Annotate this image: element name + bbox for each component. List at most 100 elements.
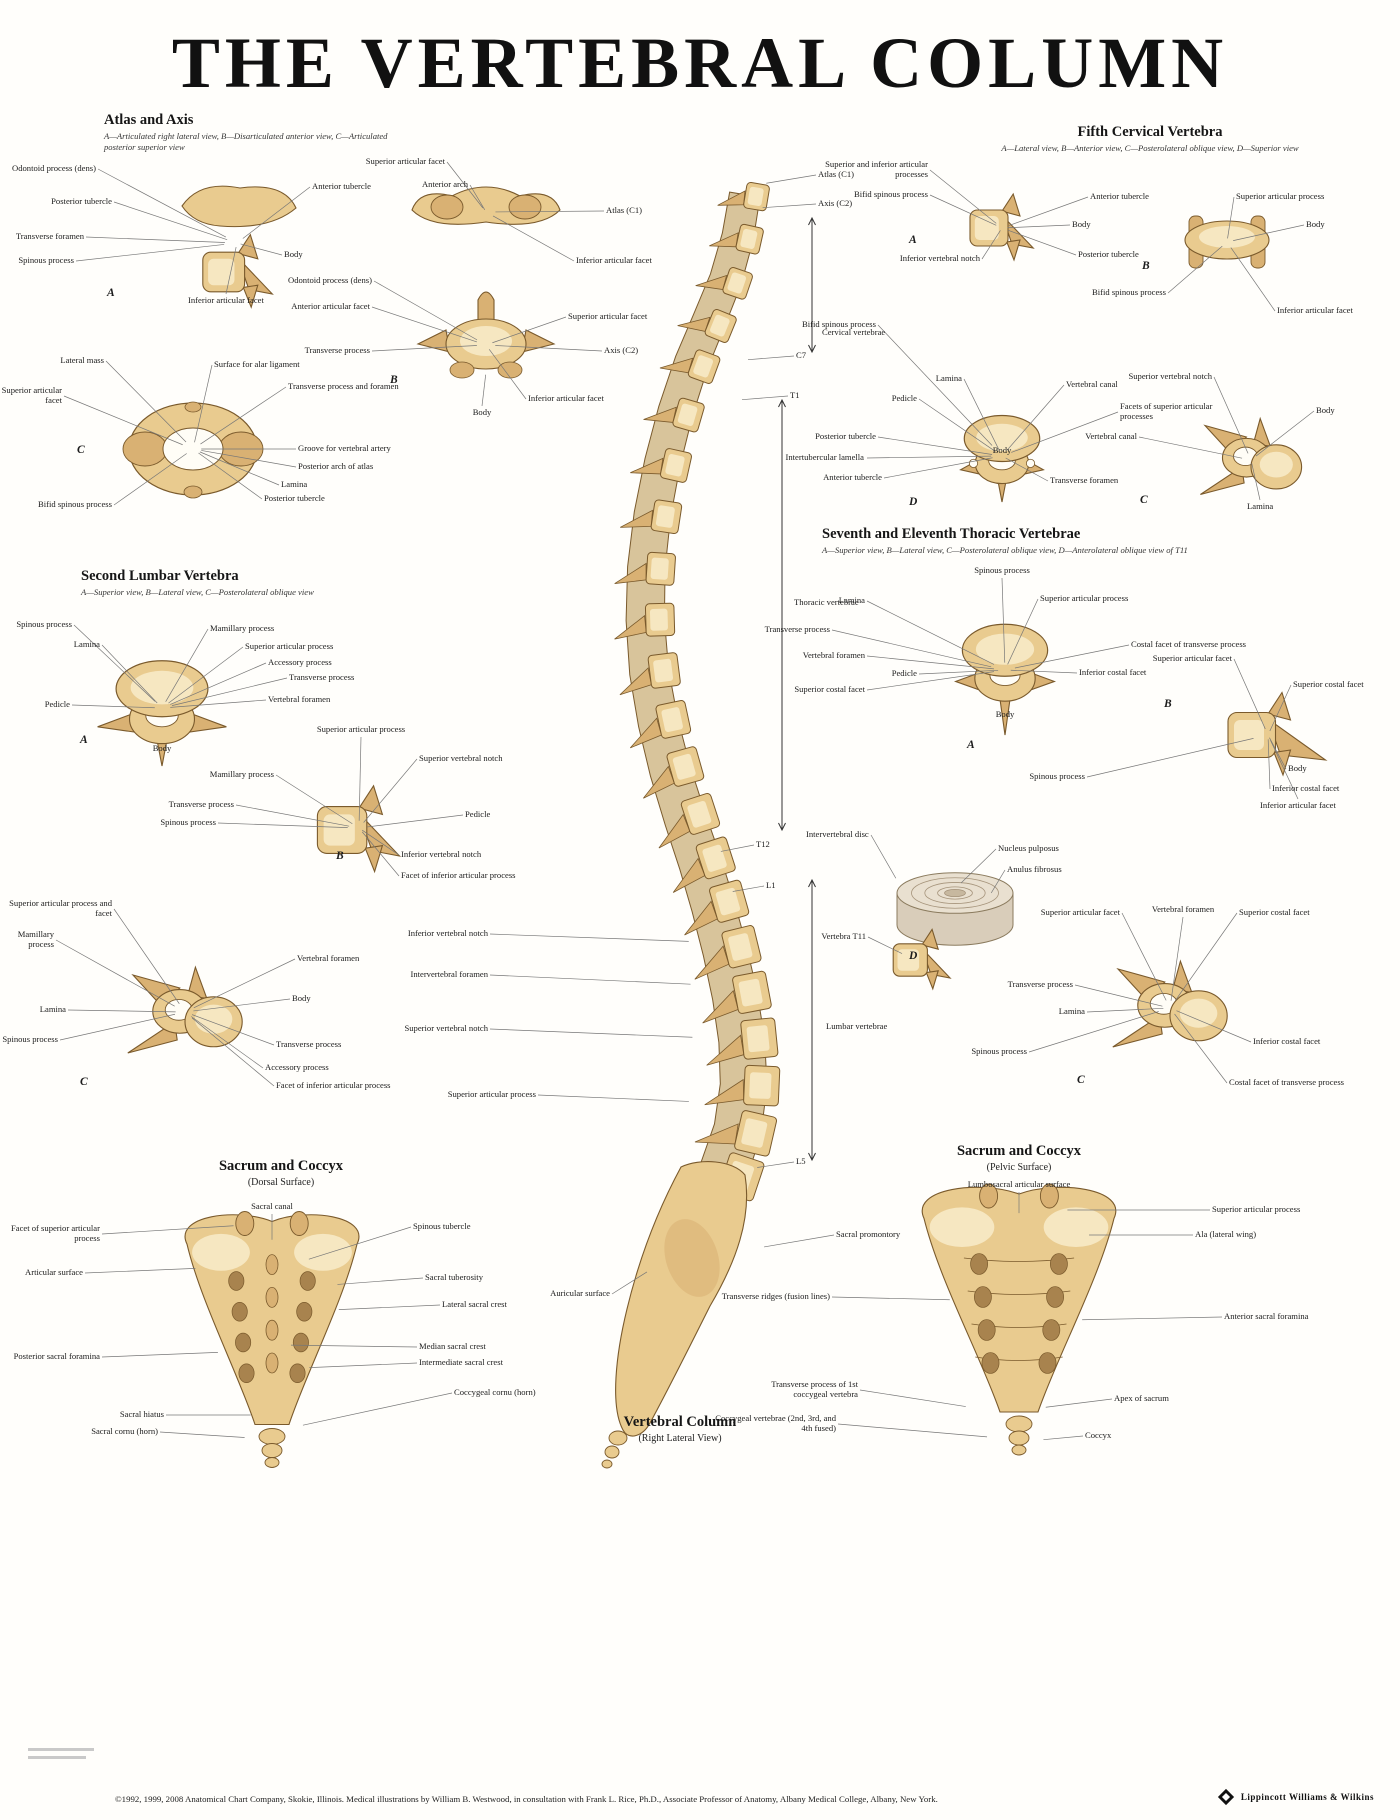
anatomy-label: Cervical vertebrae [822,327,886,337]
anatomy-label: Vertebral foramen [1151,904,1215,914]
anatomy-label: Pedicle [891,668,917,678]
anatomy-label: Lateral mass [60,355,104,365]
anatomy-label: Bifid spinous process [38,499,112,509]
view-letter-label: C [1077,1074,1085,1086]
anatomy-label: Inferior costal facet [1272,783,1340,793]
anatomy-label: Intertubercular lamella [785,452,865,462]
anatomy-label: Anterior sacral foramina [1224,1311,1309,1321]
anatomy-label: Anulus fibrosus [1007,864,1062,874]
anatomy-label: Odontoid process (dens) [11,163,96,173]
anatomy-label: Inferior costal facet [1253,1036,1321,1046]
anatomy-label: Transverse process of 1st coccygeal vert… [771,1379,858,1399]
section-heading: Fifth Cervical Vertebra [1077,124,1223,140]
bone-illustrations [97,181,1328,1469]
anatomy-label: Transverse process [1007,979,1073,989]
anatomy-label: Superior vertebral notch [1128,371,1212,381]
anatomy-label: Transverse process [276,1039,342,1049]
anatomy-label: Anterior articular facet [291,301,370,311]
anatomy-label: C7 [796,350,807,360]
view-letter-label: B [1164,698,1172,710]
anatomy-label: Transverse process [304,345,370,355]
anatomy-label: Apex of sacrum [1114,1393,1169,1403]
publisher-logo-icon [1217,1788,1235,1806]
anatomy-label: Body [292,993,311,1003]
anatomy-label: Posterior tubercle [815,431,876,441]
section-subtitle: A—Superior view, B—Lateral view, C—Poste… [81,587,314,597]
anatomy-label: Lamina [1058,1006,1085,1016]
anatomy-label: Lamina [838,595,865,605]
anatomy-label: Mamillary process [210,623,275,633]
anatomy-label: Inferior articular facet [1277,305,1353,315]
anatomy-label: Sacral canal [251,1201,293,1211]
anatomy-label: Nucleus pulposus [998,843,1059,853]
anatomy-label: Superior articular process [1040,593,1129,603]
anatomy-label: Intermediate sacral crest [419,1357,503,1367]
anatomy-label: Vertebral foramen [268,694,331,704]
anatomy-label: Lumbar vertebrae [826,1021,888,1031]
anatomy-label: Bifid spinous process [802,319,876,329]
anatomy-label: Facet of inferior articular process [401,870,516,880]
anatomy-label: Body [284,249,303,259]
section-subtitle: A—Lateral view, B—Anterior view, C—Poste… [1001,143,1299,153]
view-letter-label: D [909,950,918,962]
anatomy-label: Vertebral foramen [297,953,360,963]
section-heading: Vertebral Column [623,1414,737,1430]
anatomy-label: Odontoid process (dens) [287,275,372,285]
anatomy-label: Inferior vertebral notch [407,928,488,938]
anatomy-label: Mamillary process [209,769,274,779]
anatomy-label: Pedicle [44,699,70,709]
anatomy-label: Body [995,709,1015,719]
anatomy-label: Sacral cornu (horn) [91,1426,158,1436]
anatomy-label: Facets of superior articular processes [1120,401,1213,421]
anatomy-label: Body [1306,219,1325,229]
view-letter-label: A [909,234,917,246]
anatomy-label: Vertebral canal [1085,431,1137,441]
anatomy-label: Posterior tubercle [51,196,112,206]
fine-print-line [28,1748,94,1751]
copyright-text: ©1992, 1999, 2008 Anatomical Chart Compa… [115,1794,938,1804]
anatomy-label: Anterior tubercle [312,181,371,191]
anatomy-label: Superior costal facet [1239,907,1310,917]
section-subtitle: (Dorsal Surface) [247,1177,315,1188]
anatomy-label: Accessory process [268,657,332,667]
poster-title: THE VERTEBRAL COLUMN [171,23,1229,103]
anatomy-label: Superior and inferior articular processe… [825,159,928,179]
view-letter-label: B [1142,260,1150,272]
anatomy-label: Superior articular facet [1,385,62,405]
anatomy-label: Inferior articular facet [576,255,652,265]
anatomy-label: Posterior arch of atlas [298,461,374,471]
anatomy-label: Axis (C2) [604,345,639,355]
anatomy-label: Spinous process [2,1034,58,1044]
anatomy-label: L5 [796,1156,806,1166]
anatomy-label: Superior articular process [1212,1204,1301,1214]
anatomy-label: Spinous process [18,255,74,265]
anatomy-label: Coccygeal vertebrae (2nd, 3rd, and 4th f… [715,1413,836,1433]
anatomy-label: Vertebral foramen [802,650,865,660]
anatomy-label: Transverse ridges (fusion lines) [721,1291,830,1301]
anatomy-label: Inferior articular facet [188,295,264,305]
anatomy-label: Posterior tubercle [264,493,325,503]
anatomy-label: Axis (C2) [818,198,853,208]
anatomy-label: T12 [756,839,770,849]
anatomy-label: Sacral tuberosity [425,1272,483,1282]
anatomy-label: Superior articular facet [1152,653,1232,663]
anatomy-label: Median sacral crest [419,1341,486,1351]
section-subtitle: A—Superior view, B—Lateral view, C—Poste… [822,545,1188,555]
anatomy-label: Inferior articular facet [1260,800,1336,810]
anatomy-label: Inferior articular facet [528,393,604,403]
anatomy-label: Accessory process [265,1062,329,1072]
view-letter-label: B [390,374,398,386]
anatomy-label: Transverse process and foramen [288,381,399,391]
anatomy-label: Superior vertebral notch [419,753,503,763]
anatomy-label: Inferior costal facet [1079,667,1147,677]
fine-print-line [28,1756,86,1759]
anatomy-label: Superior articular facet [1040,907,1120,917]
anatomy-label: Atlas (C1) [818,169,855,179]
anatomy-label: Superior articular facet [568,311,648,321]
anatomy-label: Bifid spinous process [1092,287,1166,297]
anatomy-label: Lamina [39,1004,66,1014]
anatomy-label: Lamina [73,639,100,649]
view-letter-label: D [909,496,918,508]
